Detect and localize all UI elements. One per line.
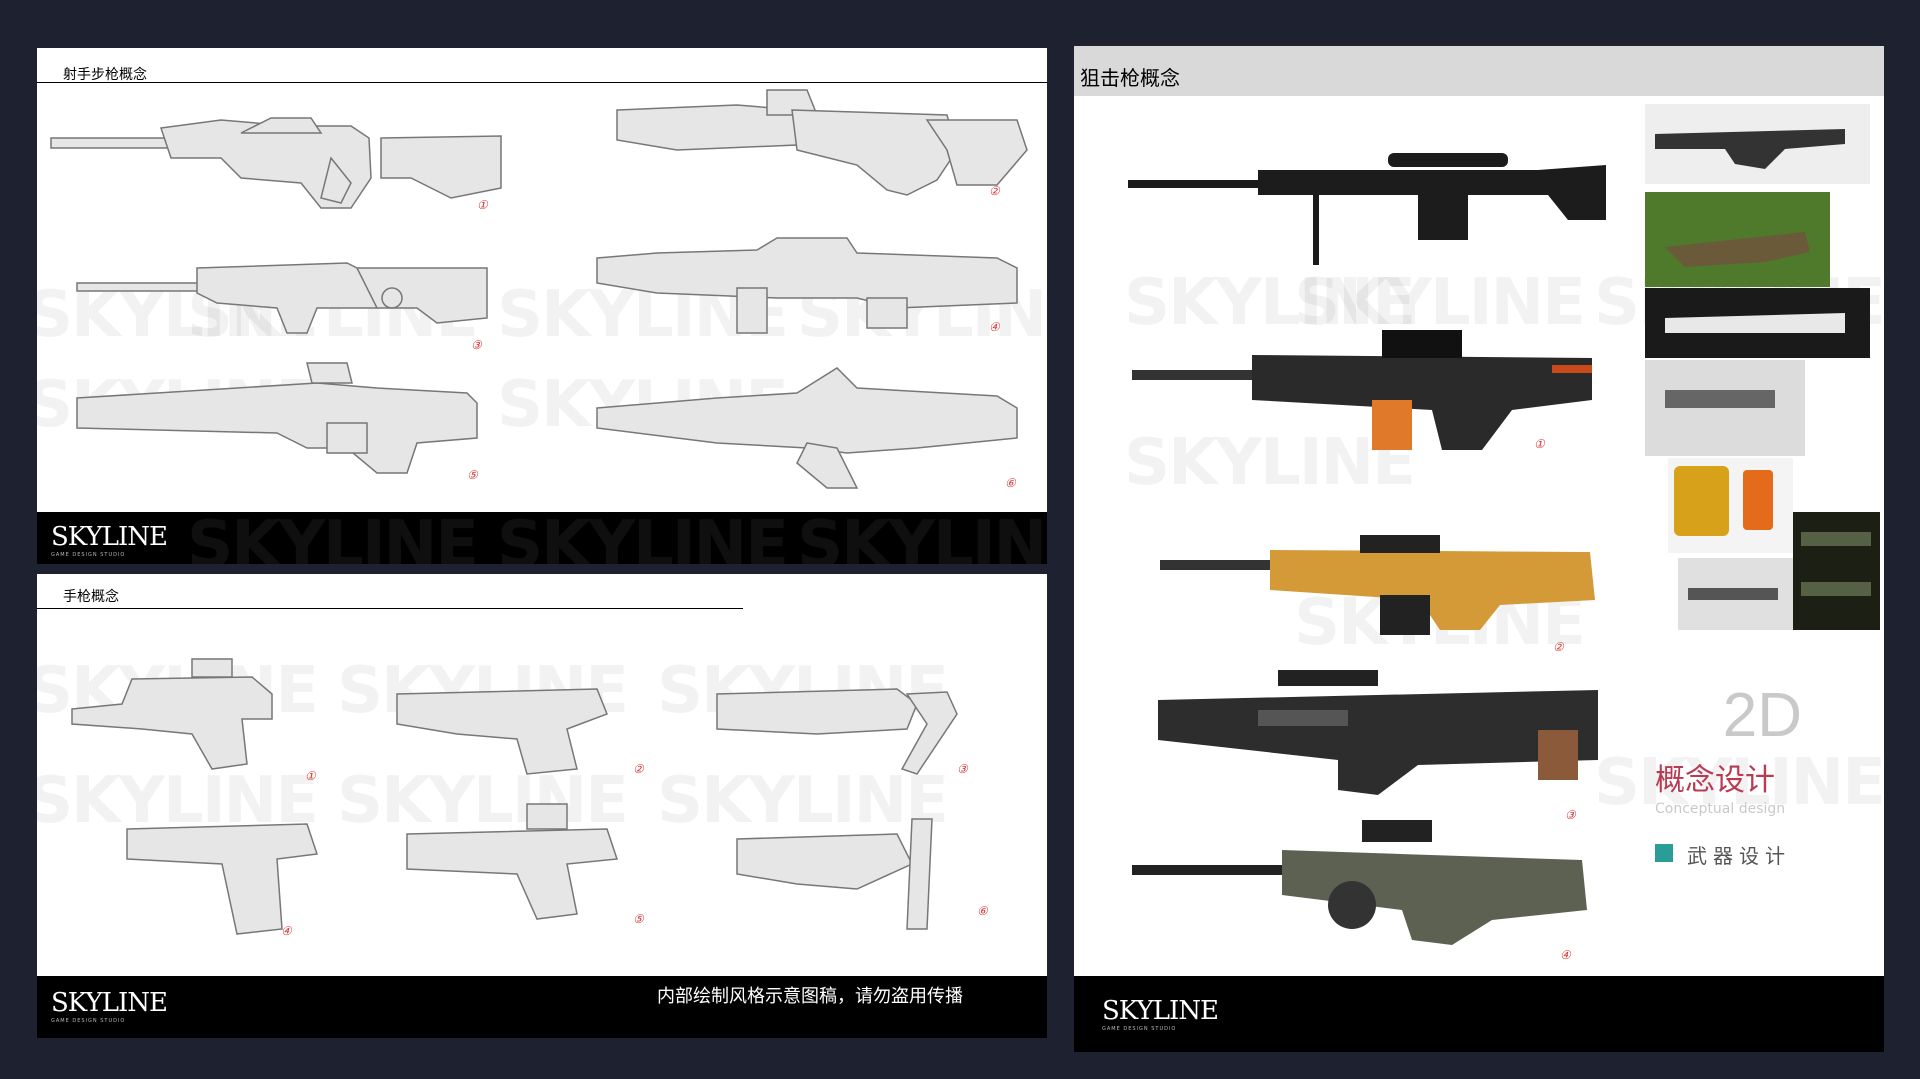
panel-footer: SKYLINE GAME DESIGN STUDIO SKYLINE SKYLI… <box>37 508 1047 564</box>
sketch-number: ② <box>989 184 1000 198</box>
brand-cn: 概念设计 <box>1655 763 1775 798</box>
sketch-number: ③ <box>957 762 968 776</box>
sniper-footer: SKYLINE GAME DESIGN STUDIO <box>1074 976 1884 1052</box>
panel-title: 狙击枪概念 <box>1080 66 1180 90</box>
rifle-sketch-3 <box>76 262 488 334</box>
sketch-number: ② <box>1553 640 1564 654</box>
watermark: SKYLINE <box>497 508 789 564</box>
sniper-header: 狙击枪概念 <box>1074 46 1884 96</box>
rifle-sketch-4 <box>596 237 1018 334</box>
skyline-logo: SKYLINE GAME DESIGN STUDIO <box>51 988 168 1024</box>
reference-image <box>1645 104 1870 184</box>
sketch-number: ④ <box>1560 948 1571 962</box>
sniper-rifle-2 <box>1132 330 1592 450</box>
panel-title: 手枪概念 <box>63 589 119 605</box>
pistol-sketch-6 <box>736 818 933 930</box>
sniper-rifle-1 <box>1128 153 1606 265</box>
sketch-number: ④ <box>989 320 1000 334</box>
brand-2d: 2D <box>1722 681 1802 750</box>
sketch-number: ① <box>1534 437 1545 451</box>
title-rule <box>37 608 743 609</box>
sketch-number: ② <box>633 762 644 776</box>
sketch-number: ③ <box>1565 808 1576 822</box>
watermark: SKYLINE <box>1294 266 1586 340</box>
title-rule <box>37 82 1047 83</box>
rifle-sketch-5 <box>76 362 478 474</box>
reference-image <box>1793 512 1880 630</box>
rifle-sketch-1 <box>50 117 502 209</box>
skyline-logo: SKYLINE GAME DESIGN STUDIO <box>1102 996 1219 1032</box>
brand-tag: 武器设计 <box>1687 844 1791 868</box>
pistol-sketch-4 <box>126 823 319 935</box>
rifle-sketch-6 <box>596 367 1018 489</box>
pistol-concept-panel: 手枪概念 SKYLINE SKYLINE SKYLINE SKYLINE SKY… <box>37 574 1047 1038</box>
reference-image <box>1645 192 1830 287</box>
logo-subtitle: GAME DESIGN STUDIO <box>51 1018 126 1024</box>
logo-subtitle: GAME DESIGN STUDIO <box>51 552 126 558</box>
reference-image <box>1645 288 1870 358</box>
rifle-sketch-2 <box>616 89 1028 196</box>
pistol-sketch-3 <box>716 688 958 775</box>
sketch-number: ⑤ <box>467 468 478 482</box>
sketch-number: ③ <box>471 338 482 352</box>
sketch-number: ① <box>477 198 488 212</box>
reference-image <box>1645 360 1805 456</box>
pistol-sketch-2 <box>396 688 608 775</box>
logo-text: SKYLINE <box>1102 996 1219 1026</box>
brand-en: Conceptual design <box>1655 801 1786 817</box>
watermark: SKYLINE <box>187 508 479 564</box>
notice-text: 内部绘制风格示意图稿，请勿盗用传播 <box>657 986 963 1007</box>
skyline-logo: SKYLINE GAME DESIGN STUDIO <box>51 522 168 558</box>
reference-image <box>1678 558 1793 630</box>
sketch-number: ④ <box>281 924 292 938</box>
sniper-rifle-5 <box>1132 820 1587 945</box>
logo-text: SKYLINE <box>51 522 168 552</box>
sketch-number: ⑥ <box>977 904 988 918</box>
sniper-rifle-4 <box>1158 670 1598 795</box>
sketch-number: ⑤ <box>633 912 644 926</box>
logo-subtitle: GAME DESIGN STUDIO <box>1102 1026 1177 1032</box>
sketch-number: ⑥ <box>1005 476 1016 490</box>
logo-text: SKYLINE <box>51 988 168 1018</box>
reference-image <box>1668 458 1793 553</box>
pistol-sketch-5 <box>406 803 619 920</box>
watermark: SKYLINE <box>1124 266 1416 340</box>
pistol-sketch-1 <box>71 658 273 770</box>
panel-title: 射手步枪概念 <box>63 67 147 83</box>
rifle-concept-panel: 射手步枪概念 SKYLINE SKYLINE SKYLINE SKYLINE S… <box>37 48 1047 564</box>
sniper-rifle-3 <box>1160 535 1595 635</box>
sketch-number: ① <box>305 769 316 783</box>
panel-footer: SKYLINE GAME DESIGN STUDIO 内部绘制风格示意图稿，请勿… <box>37 976 1047 1038</box>
teal-marker <box>1655 844 1673 862</box>
watermark: SKYLINE <box>797 508 1047 564</box>
